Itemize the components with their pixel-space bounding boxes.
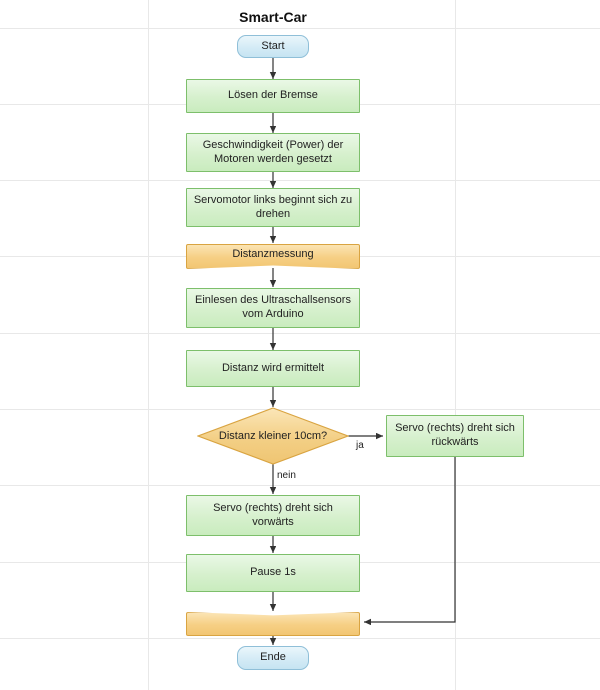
node-start-label: Start [261, 39, 285, 52]
node-einlesen-label: Einlesen des Ultraschallsensors vom Ardu… [195, 294, 351, 320]
node-decision-label: Distanz kleiner 10cm? [218, 429, 328, 442]
edge-rueckwaerts-to-merge [364, 457, 456, 626]
node-servo-vorwaerts-label: Servo (rechts) dreht sich vorwärts [213, 501, 333, 528]
decision-diamond-shape [197, 407, 349, 465]
grid-line-horizontal [0, 409, 600, 410]
node-distanzmessung-label: Distanzmessung [232, 247, 314, 260]
grid-line-vertical [148, 0, 149, 690]
edge-label-nein: nein [277, 470, 296, 481]
node-decision-distanz[interactable]: Distanz kleiner 10cm? [197, 407, 349, 465]
node-ermittelt[interactable]: Distanz wird ermittelt [186, 350, 360, 387]
node-ende[interactable]: Ende [237, 646, 309, 670]
node-ermittelt-label: Distanz wird ermittelt [221, 361, 325, 374]
node-start[interactable]: Start [237, 35, 309, 58]
node-einlesen[interactable]: Einlesen des Ultraschallsensors vom Ardu… [186, 288, 360, 328]
node-pause[interactable]: Pause 1s [186, 554, 360, 592]
node-bremse-label: Lösen der Bremse [228, 89, 318, 102]
grid-line-vertical [455, 0, 456, 690]
grid-line-horizontal [0, 180, 600, 181]
node-ende-label: Ende [260, 651, 286, 664]
node-servo-links-label: Servomotor links beginnt sich zu drehen [193, 193, 353, 220]
diagram-title: Smart-Car [239, 9, 307, 25]
grid-line-horizontal [0, 333, 600, 334]
edge-label-ja: ja [356, 440, 364, 451]
node-merge[interactable] [186, 612, 360, 636]
node-bremse[interactable]: Lösen der Bremse [186, 79, 360, 113]
grid-line-horizontal [0, 485, 600, 486]
node-distanzmessung[interactable]: Distanzmessung [186, 244, 360, 269]
node-servo-rueckwaerts[interactable]: Servo (rechts) dreht sich rückwärts [386, 415, 524, 457]
node-servo-vorwaerts[interactable]: Servo (rechts) dreht sich vorwärts [186, 495, 360, 536]
node-servo-rueckwaerts-label: Servo (rechts) dreht sich rückwärts [395, 422, 515, 448]
node-power-label: Geschwindigkeit (Power) der Motoren werd… [202, 138, 344, 165]
node-pause-label: Pause 1s [250, 566, 296, 579]
grid-line-horizontal [0, 28, 600, 29]
node-servo-links[interactable]: Servomotor links beginnt sich zu drehen [186, 188, 360, 227]
grid-line-horizontal [0, 638, 600, 639]
node-power[interactable]: Geschwindigkeit (Power) der Motoren werd… [186, 133, 360, 172]
